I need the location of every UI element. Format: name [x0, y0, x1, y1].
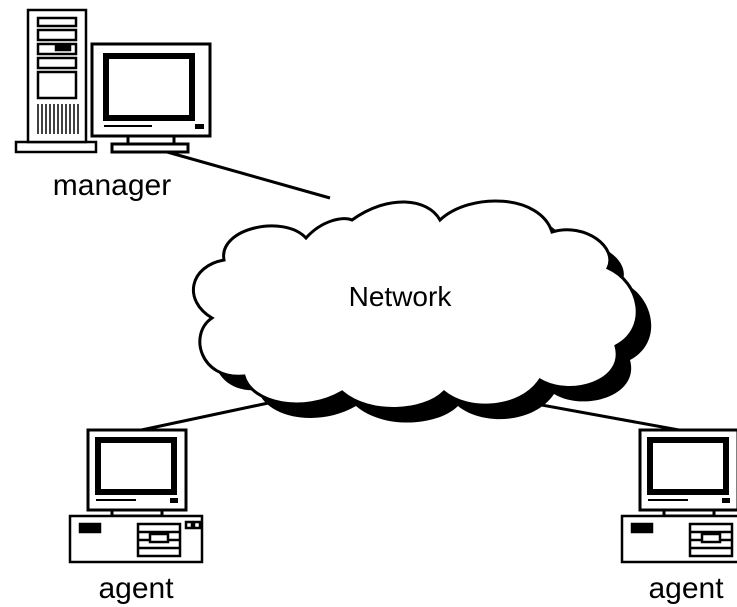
agent-left-label: agent: [98, 572, 174, 605]
agent-right-label: agent: [648, 572, 724, 605]
manager-workstation: manager: [14, 8, 212, 202]
server-tower-icon: [14, 8, 98, 154]
agent-left-workstation: agent: [68, 428, 204, 605]
network-cloud: Network: [192, 199, 652, 423]
desktop-computer-icon: [620, 514, 737, 564]
network-label: Network: [349, 281, 453, 312]
manager-label: manager: [53, 169, 171, 202]
cloud-body: [192, 199, 639, 410]
agent-right-workstation: agent: [620, 428, 737, 605]
desktop-computer-icon: [68, 514, 204, 564]
monitor-icon: [86, 428, 188, 518]
monitor-icon: [90, 42, 212, 154]
monitor-icon: [638, 428, 737, 518]
link-manager-network: [159, 148, 331, 200]
